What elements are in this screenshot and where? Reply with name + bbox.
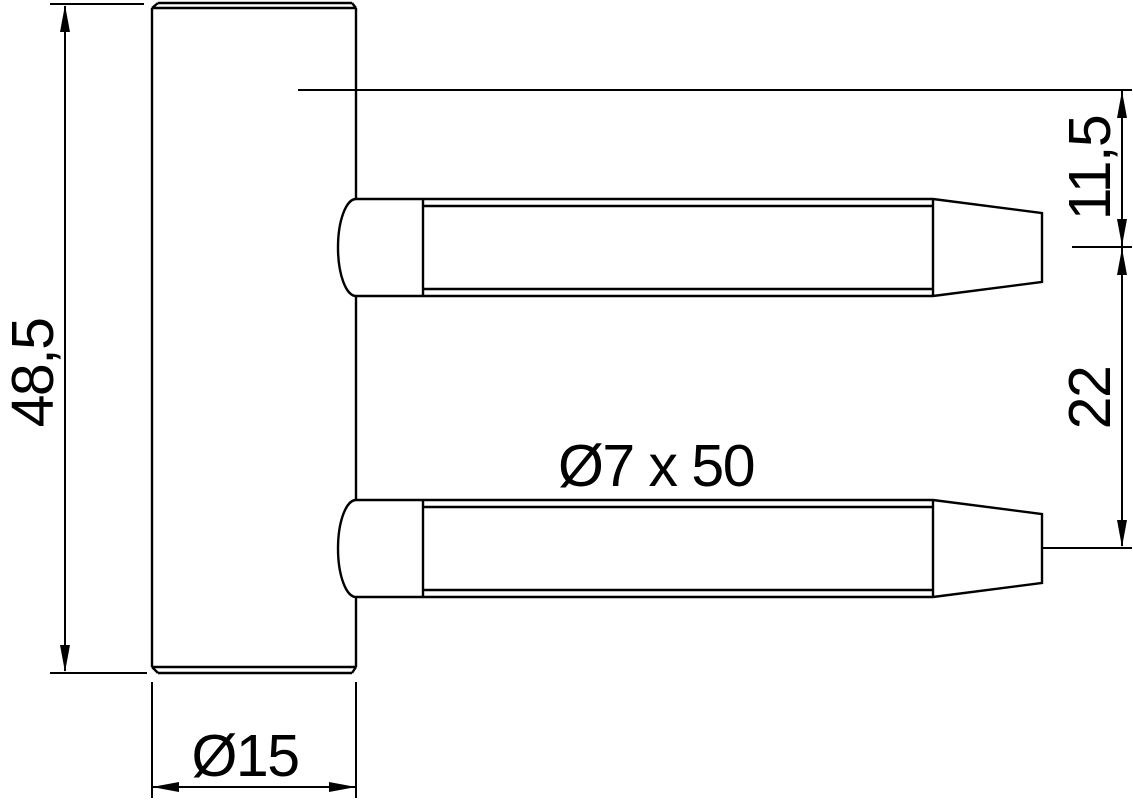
height-arrow-up	[60, 5, 70, 32]
spacing-arrow-down	[1117, 520, 1127, 547]
barrel-bottom-right-chamfer	[351, 666, 357, 674]
diameter-dimension-label: Ø15	[191, 723, 298, 789]
height-dimension: 48,5	[0, 3, 147, 674]
diameter-dimension: Ø15	[151, 682, 357, 798]
pin-spacing-dimension-label: 22	[1057, 367, 1123, 430]
diameter-arrow-left	[152, 782, 179, 792]
top-pin-taper-tip	[932, 197, 1044, 298]
diameter-arrow-right	[329, 782, 356, 792]
barrel-top-right-chamfer	[351, 2, 357, 9]
barrel-top-left-chamfer	[151, 2, 159, 9]
offset-arrow-up	[1117, 91, 1127, 118]
spacing-arrow-up	[1117, 248, 1127, 275]
bottom-mounting-pin	[336, 498, 1044, 599]
barrel-body	[150, 1, 358, 675]
offset-arrow-down	[1117, 219, 1127, 246]
bottom-pin-taper-tip	[932, 498, 1044, 599]
barrel-bottom-left-chamfer	[151, 666, 159, 674]
height-arrow-down	[60, 645, 70, 672]
pin-spec-label: Ø7 x 50	[558, 433, 754, 499]
height-dimension-label: 48,5	[0, 319, 66, 428]
pin-offset-dimension-label: 11,5	[1057, 116, 1123, 220]
top-pin-dome	[336, 197, 357, 298]
top-mounting-pin	[336, 197, 1044, 298]
pin-offset-and-spacing-dimensions: 11,5 22	[1042, 91, 1132, 549]
bottom-pin-dome	[336, 498, 357, 599]
